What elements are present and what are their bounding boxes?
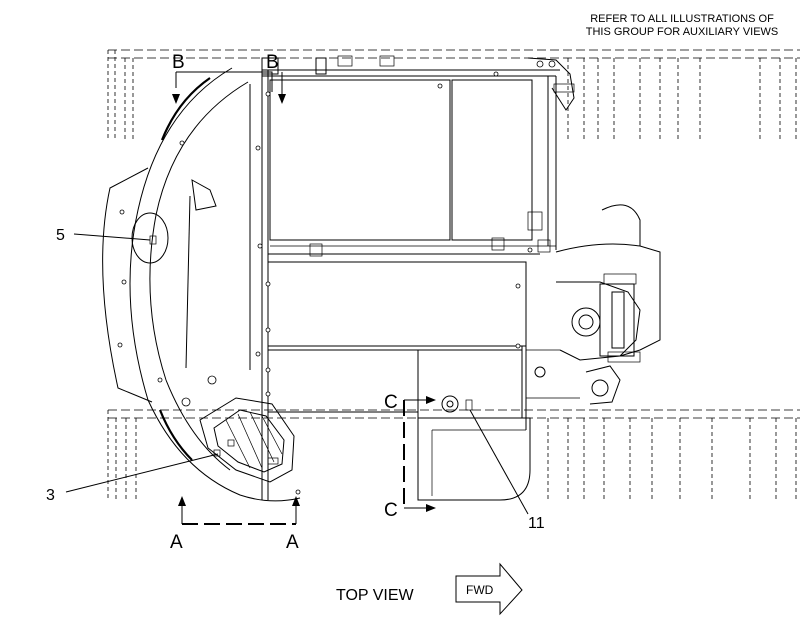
section-c-label-top: C [384, 392, 398, 413]
boom-foot [526, 204, 661, 405]
section-b-markers [172, 71, 286, 104]
callout-3: 3 [46, 487, 55, 504]
counterweight [102, 67, 301, 502]
callout-leaders [65, 233, 529, 515]
section-b-label-left: B [172, 52, 185, 73]
section-c-label-bottom: C [384, 500, 398, 521]
section-c-markers [403, 396, 436, 512]
section-b-label-right: B [266, 52, 279, 73]
fwd-arrow-icon [455, 562, 523, 616]
callout-11: 11 [528, 515, 545, 532]
track-frame-bottom [107, 409, 800, 500]
part-11-fitting [441, 395, 473, 413]
fwd-label: FWD [466, 583, 494, 597]
track-frame-top [107, 49, 800, 140]
section-a-markers [178, 496, 300, 525]
view-label: TOP VIEW [336, 587, 415, 604]
section-a-label-right: A [286, 532, 299, 553]
note-line-2: THIS GROUP FOR AUXILIARY VIEWS [586, 26, 779, 38]
note-line-1: REFER TO ALL ILLUSTRATIONS OF [590, 13, 774, 25]
upper-frame [249, 55, 575, 501]
callout-5: 5 [56, 227, 65, 244]
section-a-label-left: A [170, 532, 183, 553]
